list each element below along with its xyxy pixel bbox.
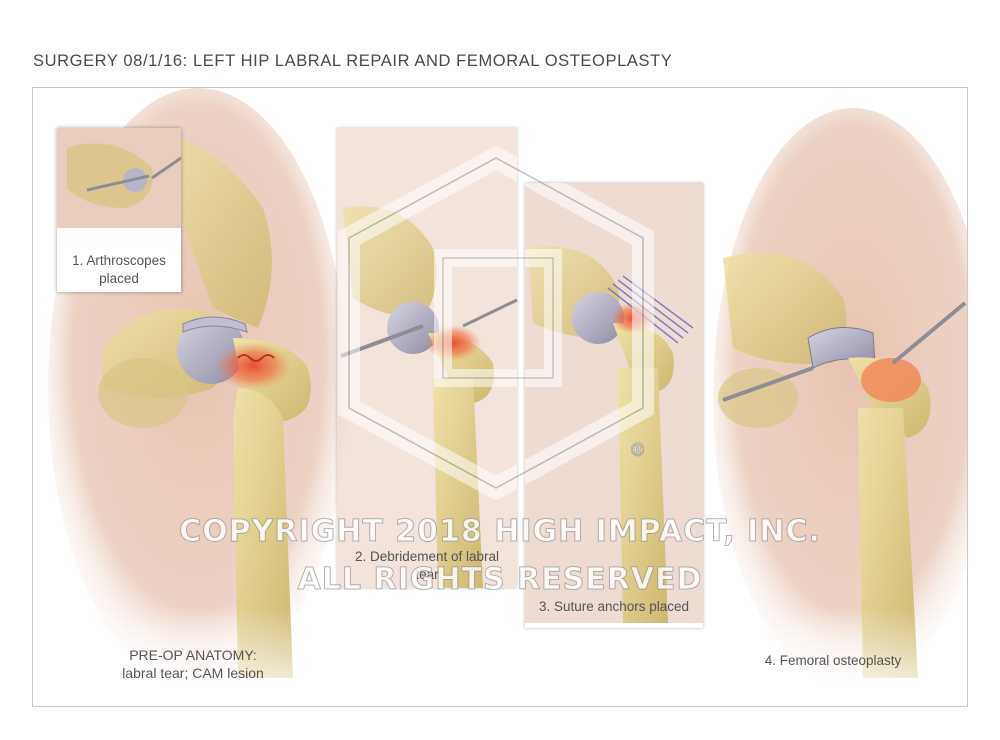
- preop-caption-line2: labral tear; CAM lesion: [122, 665, 264, 681]
- watermark-logo-inner: [434, 249, 562, 387]
- step1-caption-line2: placed: [99, 271, 139, 286]
- illustration-frame: 1. Arthroscopes placed 2. Debridement of…: [32, 87, 968, 707]
- step4-caption: 4. Femoral osteoplasty: [764, 653, 902, 668]
- step4-artwork: [713, 108, 967, 706]
- step1-inset-card: [57, 128, 181, 292]
- step1-artwork: [57, 128, 181, 228]
- page-title: SURGERY 08/1/16: LEFT HIP LABRAL REPAIR …: [33, 52, 673, 70]
- watermark-logo: [338, 145, 654, 501]
- step2-caption-line2: tear: [415, 567, 439, 582]
- step2-caption: 2. Debridement of labral tear: [337, 548, 517, 584]
- step2-artwork: [337, 128, 518, 588]
- surgical-illustration: [33, 88, 967, 706]
- step1-caption: 1. Arthroscopes placed: [57, 252, 181, 288]
- step3-caption: 3. Suture anchors placed: [538, 599, 690, 614]
- preop-caption-line1: PRE-OP ANATOMY:: [129, 647, 257, 663]
- step3-artwork: [525, 183, 703, 623]
- preop-caption: PRE-OP ANATOMY: labral tear; CAM lesion: [73, 646, 313, 682]
- step2-caption-line1: 2. Debridement of labral: [354, 549, 500, 564]
- step1-caption-line1: 1. Arthroscopes: [72, 253, 166, 268]
- watermark-copyright: COPYRIGHT 2018 HIGH IMPACT, INC.: [179, 514, 821, 550]
- watermark-registered-symbol: ®: [631, 440, 645, 461]
- watermark-rights: ALL RIGHTS RESERVED: [297, 562, 703, 598]
